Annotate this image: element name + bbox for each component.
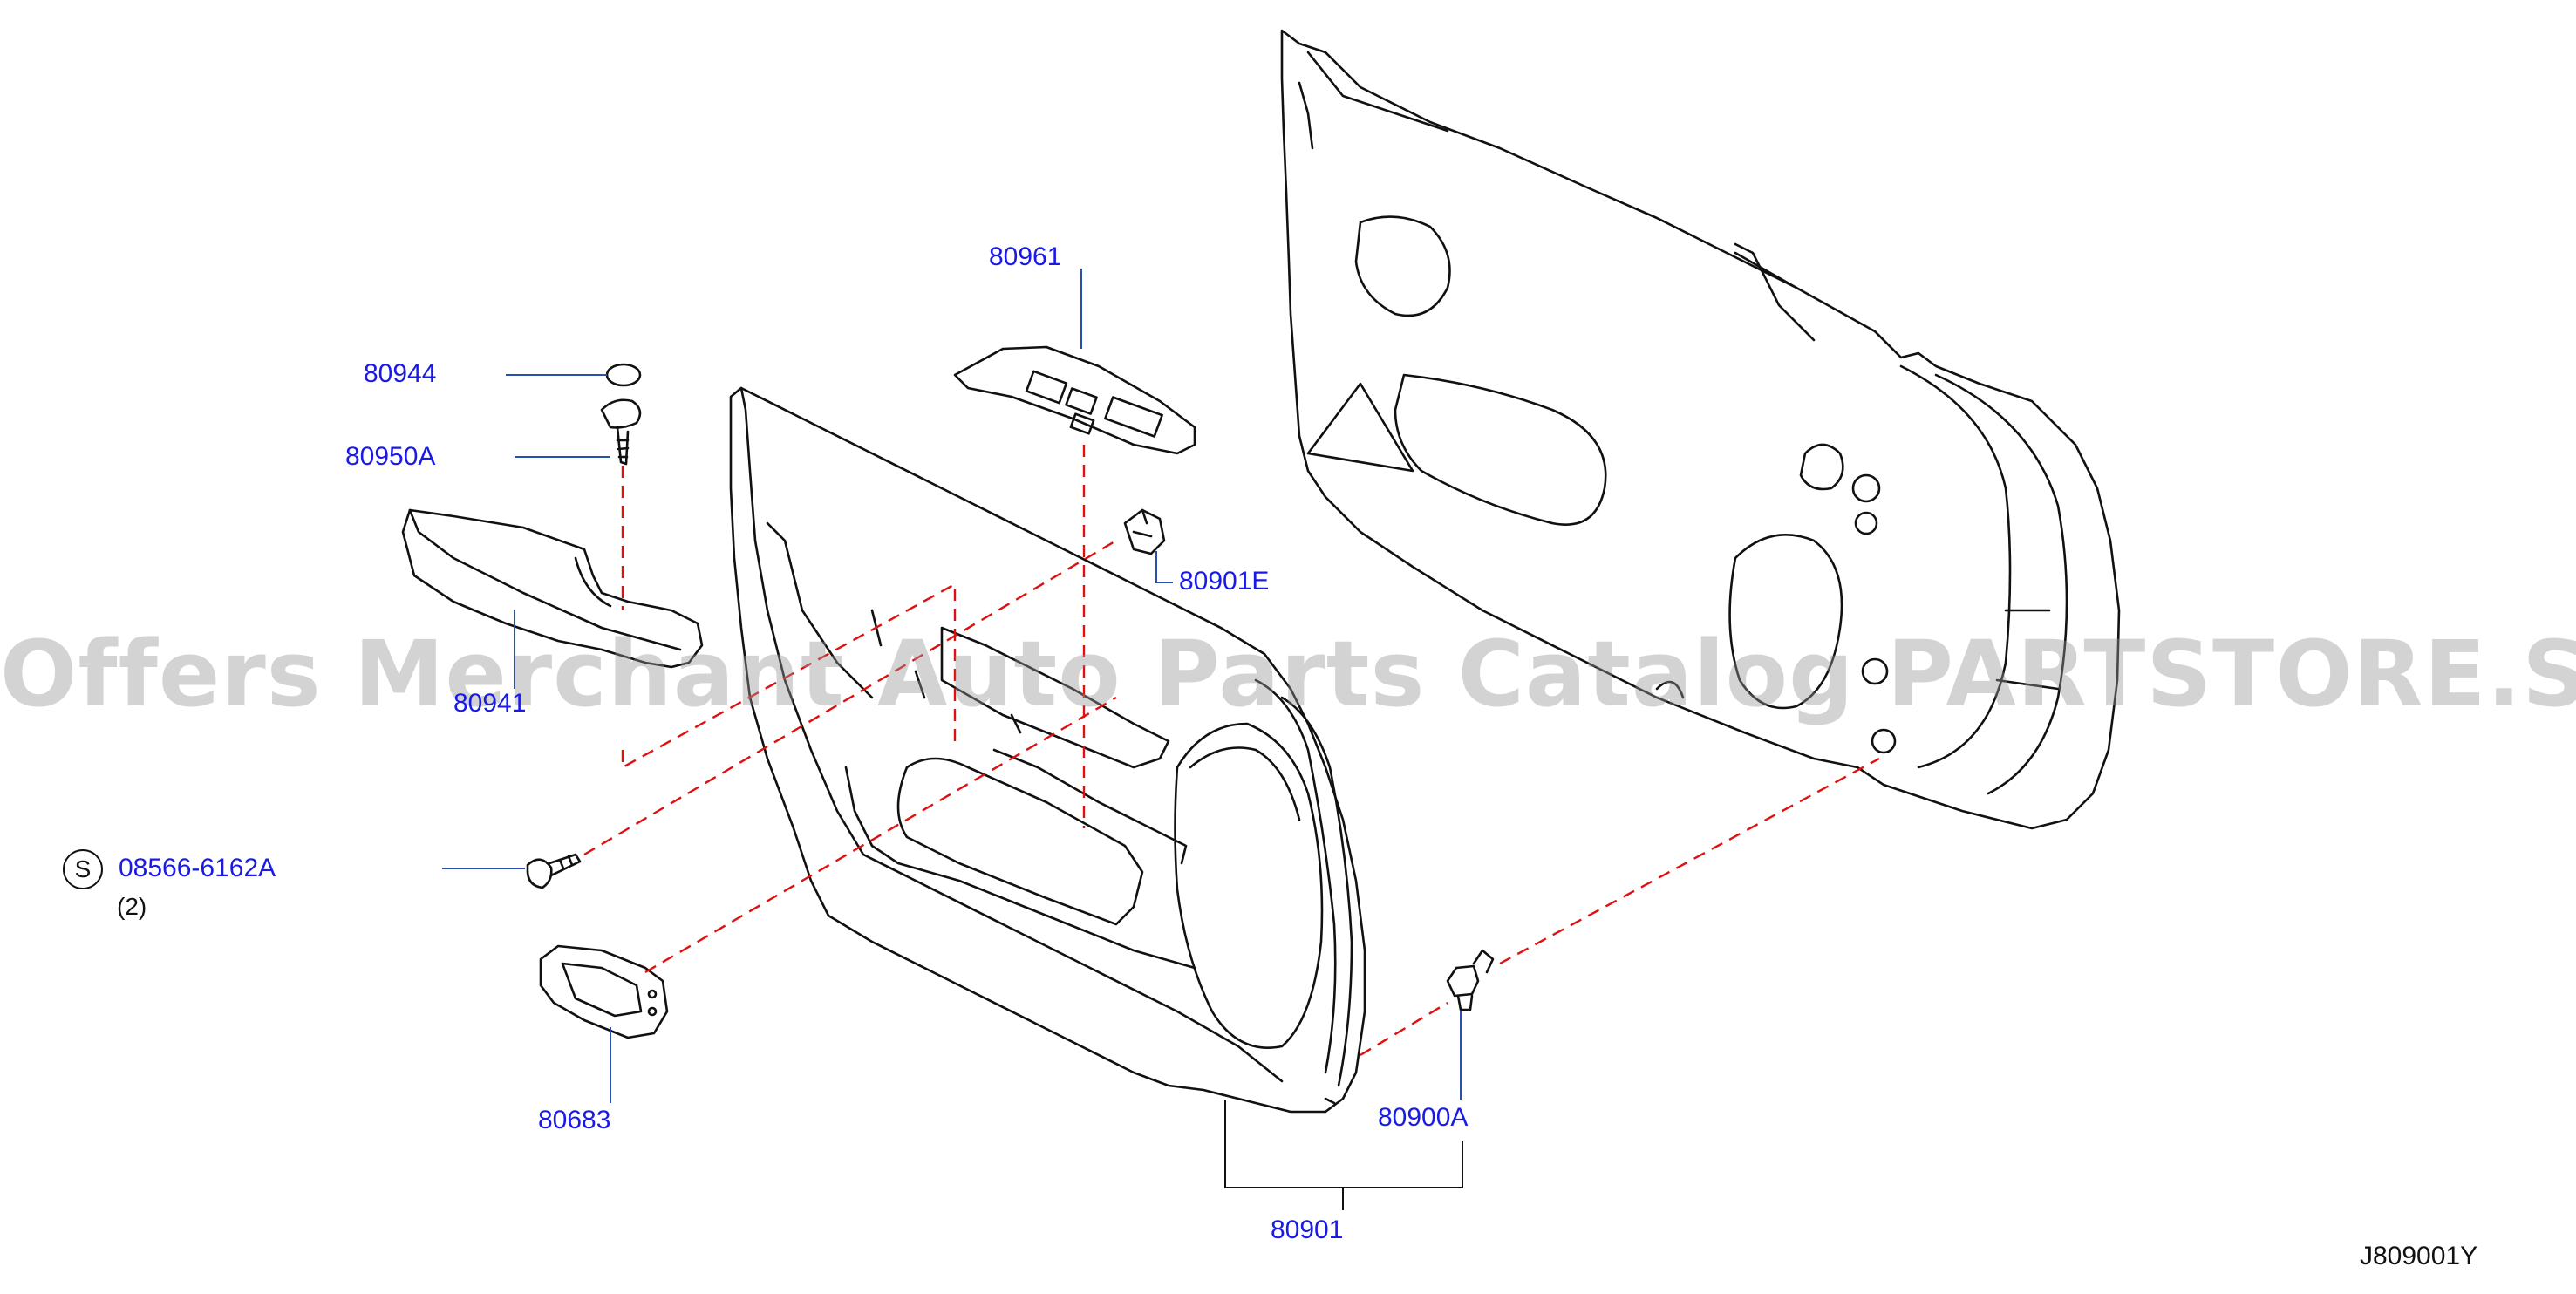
label-80683[interactable]: 80683 [538, 1106, 611, 1134]
clip-80901e [1123, 508, 1166, 555]
screw-08566-6162a [526, 853, 582, 889]
cap-80944 [605, 363, 642, 387]
label-80950a[interactable]: 80950A [345, 442, 436, 471]
door-trim-board [729, 386, 1366, 1114]
label-80961[interactable]: 80961 [989, 242, 1062, 271]
leader-lines [442, 269, 1462, 1103]
label-08566-6162a[interactable]: 08566-6162A [119, 854, 276, 882]
label-80944[interactable]: 80944 [364, 359, 437, 388]
label-80900a[interactable]: 80900A [1378, 1103, 1469, 1132]
door-inner-panel [1280, 29, 2121, 830]
drawing-code: J809001Y [2360, 1242, 2478, 1270]
bracket-80901 [1224, 1100, 1463, 1210]
watermark: Offers Merchant Auto Parts Catalog PARTS… [0, 621, 2576, 727]
quantity-08566-6162a: (2) [117, 893, 147, 920]
escutcheon-80683 [539, 944, 669, 1039]
label-80901[interactable]: 80901 [1271, 1216, 1344, 1244]
screw-80950a [600, 398, 642, 466]
switch-finisher [953, 345, 1196, 455]
assembly-dash-lines [583, 445, 1880, 1057]
label-80901e[interactable]: 80901E [1179, 567, 1270, 596]
clip-80900a [1446, 949, 1495, 1011]
label-80941[interactable]: 80941 [453, 689, 527, 718]
standard-part-s-icon: S [63, 849, 103, 889]
